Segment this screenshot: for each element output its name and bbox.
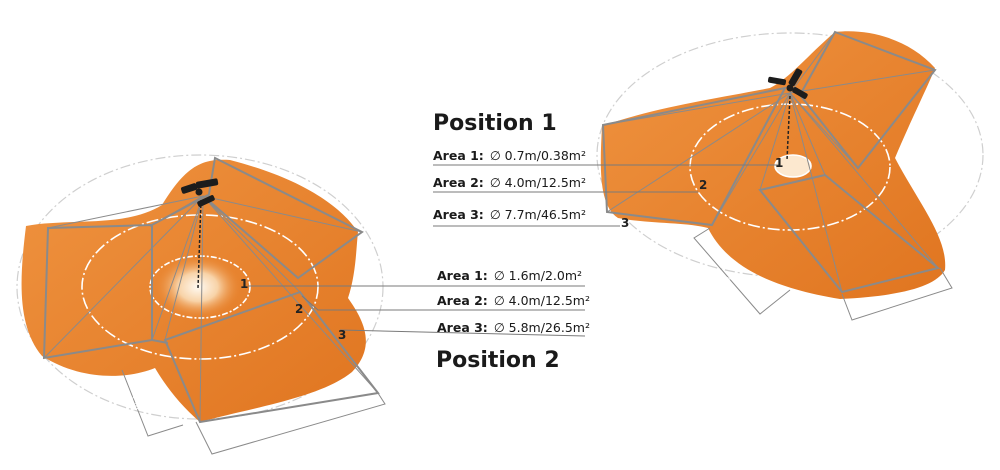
position-1-marker-1: 1 (775, 156, 783, 170)
position-1-area-3-value: ∅ 7.7m/46.5m² (490, 207, 586, 222)
position-2-area-3-row: Area 3: ∅ 5.8m/26.5m² (437, 320, 590, 335)
position-1-area-1-value: ∅ 0.7m/0.38m² (490, 148, 586, 163)
position-1-area-2-value: ∅ 4.0m/12.5m² (490, 175, 586, 190)
position-2-illustration (17, 155, 385, 454)
position-1-marker-2: 2 (699, 178, 707, 192)
position-2-marker-2: 2 (295, 302, 303, 316)
position-1-area-2-label: Area 2: (433, 175, 484, 190)
position-2-area-2-row: Area 2: ∅ 4.0m/12.5m² (437, 293, 590, 308)
position-1-area-1-row: Area 1: ∅ 0.7m/0.38m² (433, 148, 586, 163)
position-2-area-3-label: Area 3: (437, 320, 488, 335)
position-2-marker-3: 3 (338, 328, 346, 342)
position-2-area-1-label: Area 1: (437, 268, 488, 283)
position-2-area-2-label: Area 2: (437, 293, 488, 308)
position-2-area-2-value: ∅ 4.0m/12.5m² (494, 293, 590, 308)
position-2-title: Position 2 (436, 348, 560, 373)
position-2-area-1-row: Area 1: ∅ 1.6m/2.0m² (437, 268, 582, 283)
position-1-area-3-row: Area 3: ∅ 7.7m/46.5m² (433, 207, 586, 222)
position-1-marker-3: 3 (621, 216, 629, 230)
position-1-area-2-row: Area 2: ∅ 4.0m/12.5m² (433, 175, 586, 190)
position-1-area-1-label: Area 1: (433, 148, 484, 163)
position-1-area-3-label: Area 3: (433, 207, 484, 222)
position-1-illustration (597, 31, 983, 320)
position-2-marker-1: 1 (240, 277, 248, 291)
position-2-area-1-value: ∅ 1.6m/2.0m² (494, 268, 582, 283)
position-2-area-3-value: ∅ 5.8m/26.5m² (494, 320, 590, 335)
position-1-title: Position 1 (433, 111, 557, 136)
